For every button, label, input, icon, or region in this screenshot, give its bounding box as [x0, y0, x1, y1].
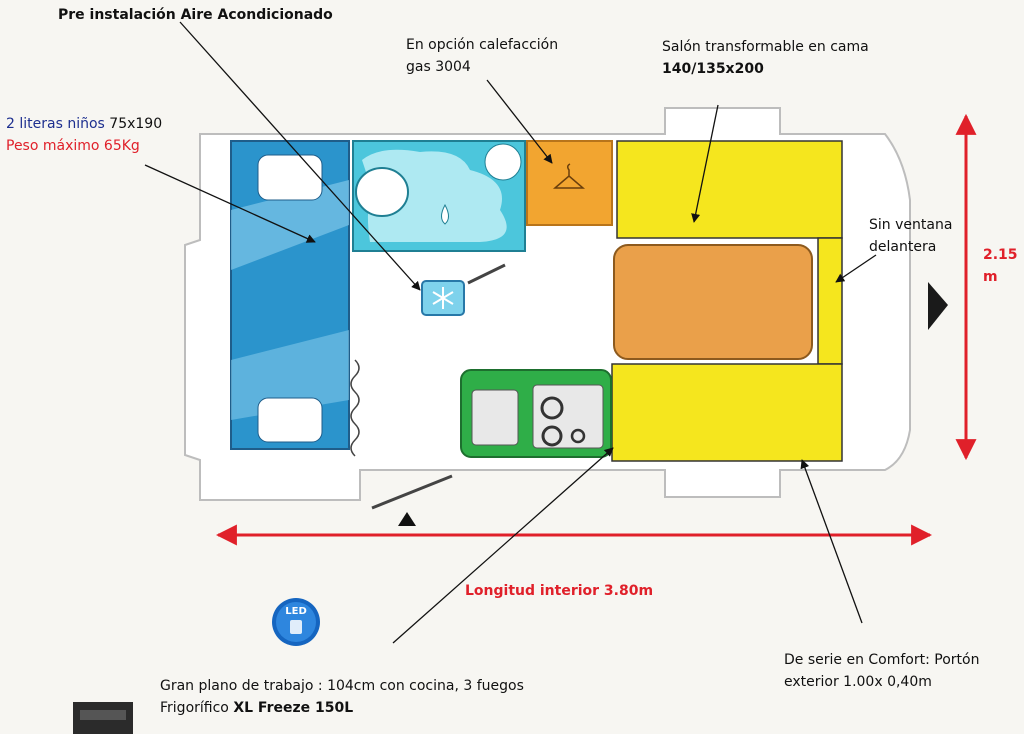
- cooktop: [532, 384, 604, 449]
- label-salon-line2: 140/135x200: [662, 61, 764, 77]
- label-salon: Salón transformable en cama 140/135x200: [662, 36, 869, 80]
- leader-aire: [179, 21, 421, 291]
- furniture-icon-inner: [80, 710, 126, 720]
- label-frigorifico: Frigorífico: [160, 700, 234, 716]
- window-line: [467, 263, 506, 285]
- label-salon-line1: Salón transformable en cama: [662, 39, 869, 55]
- hanger-icon: [552, 163, 586, 189]
- burner-2: [541, 425, 563, 447]
- leader-porton: [800, 459, 863, 624]
- led-icon: LED: [272, 598, 320, 646]
- label-peso: Peso máximo 65Kg: [6, 138, 140, 154]
- label-literas-size: 75x190: [109, 116, 163, 132]
- label-porton-line2: exterior 1.00x 0,40m: [784, 674, 932, 690]
- pillow-top: [257, 154, 323, 201]
- kitchen-sink: [471, 389, 519, 446]
- wardrobe: [526, 140, 613, 226]
- label-altura-line2: m: [983, 269, 998, 285]
- label-ventana-line2: delantera: [869, 239, 937, 255]
- snowflake-icon: [421, 280, 465, 316]
- label-plano-line2: Frigorífico XL Freeze 150L: [160, 697, 524, 719]
- sofa-bottom: [611, 363, 843, 462]
- curtain: [350, 359, 360, 457]
- label-literas-line1: 2 literas niños 75x190: [6, 113, 162, 135]
- label-frigorifico-model: XL Freeze 150L: [233, 700, 354, 716]
- entrance-arrow-icon: [398, 512, 416, 526]
- burner-1: [540, 396, 564, 420]
- toilet: [355, 167, 409, 217]
- pillow-bottom: [257, 397, 323, 443]
- label-literas-text: 2 literas niños: [6, 116, 105, 132]
- label-plano-trabajo: Gran plano de trabajo : 104cm con cocina…: [160, 675, 524, 719]
- label-calefaccion-line1: En opción calefacción: [406, 37, 559, 53]
- leader-calefaccion: [486, 79, 553, 164]
- label-calefaccion: En opción calefacción gas 3004: [406, 34, 558, 78]
- bunk-fold: [231, 180, 349, 270]
- label-porton: De serie en Comfort: Portón exterior 1.0…: [784, 649, 979, 693]
- drop-icon: [441, 203, 449, 225]
- label-plano-line1: Gran plano de trabajo : 104cm con cocina…: [160, 678, 524, 694]
- door: [371, 474, 453, 510]
- label-altura-line1: 2.15: [983, 247, 1018, 263]
- leader-literas: [144, 164, 316, 243]
- label-literas: 2 literas niños 75x190 Peso máximo 65Kg: [6, 113, 162, 157]
- label-ventana-line1: Sin ventana: [869, 217, 953, 233]
- label-calefaccion-line2: gas 3004: [406, 59, 471, 75]
- label-porton-line1: De serie en Comfort: Portón: [784, 652, 980, 668]
- burner-3: [570, 428, 586, 444]
- dining-table: [613, 244, 813, 360]
- label-longitud: Longitud interior 3.80m: [465, 583, 654, 599]
- sofa-top: [616, 140, 843, 239]
- bunk-fold-lower: [231, 330, 349, 420]
- sink: [484, 143, 522, 181]
- leader-plano: [392, 447, 614, 644]
- leader-salon: [691, 104, 719, 223]
- svg-text:LED: LED: [285, 606, 307, 617]
- label-ventana: Sin ventana delantera: [869, 214, 952, 258]
- leader-ventana: [835, 254, 877, 283]
- label-altura: 2.15 m: [983, 244, 1018, 288]
- sofa-right: [817, 237, 843, 365]
- drawbar: [928, 282, 948, 330]
- label-aire-acondicionado: Pre instalación Aire Acondicionado: [58, 7, 333, 23]
